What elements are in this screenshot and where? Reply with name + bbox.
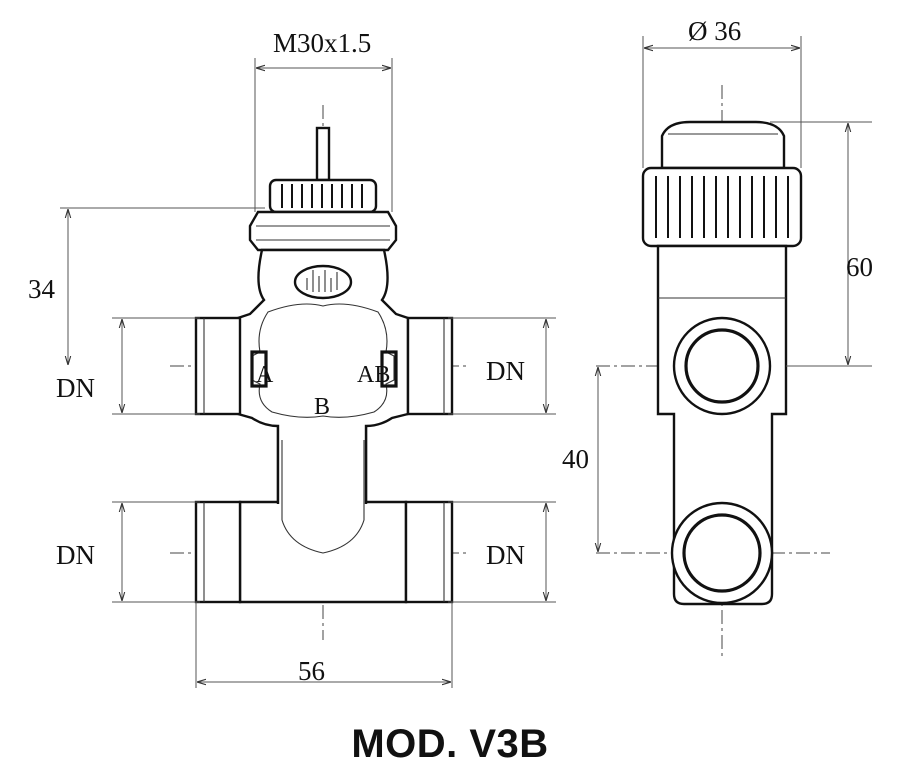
bonnet-nut bbox=[248, 210, 398, 252]
side-upper-port-inner bbox=[684, 328, 760, 404]
knurl-ribs bbox=[281, 184, 363, 208]
port-a-recess bbox=[250, 350, 268, 388]
thread-dim-text: M30x1.5 bbox=[273, 28, 371, 58]
left-socket bbox=[194, 316, 242, 416]
side-view: Ø 36 60 40 bbox=[562, 16, 873, 660]
diameter-dim-text: Ø 36 bbox=[688, 16, 741, 46]
height-60-text: 60 bbox=[846, 252, 873, 282]
model-title: MOD. V3B bbox=[351, 722, 549, 766]
dn-right-lower-text: DN bbox=[486, 540, 525, 570]
port-b-label: B bbox=[314, 394, 330, 420]
dn-left-upper-text: DN bbox=[56, 373, 95, 403]
manufacturer-logo bbox=[293, 264, 353, 300]
side-knurl-ribs bbox=[655, 176, 789, 238]
actuator-cap bbox=[660, 120, 786, 170]
b-channel bbox=[281, 440, 365, 554]
height-34-text: 34 bbox=[28, 274, 56, 304]
dn-left-lower-text: DN bbox=[56, 540, 95, 570]
side-knurled-collar bbox=[641, 166, 803, 248]
lower-right-socket bbox=[404, 500, 454, 604]
port-ab-recess bbox=[380, 350, 398, 388]
dn-right-upper-text: DN bbox=[486, 356, 525, 386]
side-lower-port-inner bbox=[682, 513, 762, 593]
front-view: A AB B M30x1.5 34 DN DN DN DN bbox=[28, 28, 556, 688]
lower-left-socket bbox=[194, 500, 242, 604]
neck bbox=[278, 426, 366, 506]
lower-tee-body bbox=[238, 500, 408, 604]
spacing-40-text: 40 bbox=[562, 444, 589, 474]
right-socket bbox=[406, 316, 454, 416]
port-ab-label: AB bbox=[357, 362, 390, 388]
port-a-label: A bbox=[256, 362, 274, 388]
width-56-text: 56 bbox=[298, 656, 325, 686]
valve-stem bbox=[315, 126, 331, 182]
